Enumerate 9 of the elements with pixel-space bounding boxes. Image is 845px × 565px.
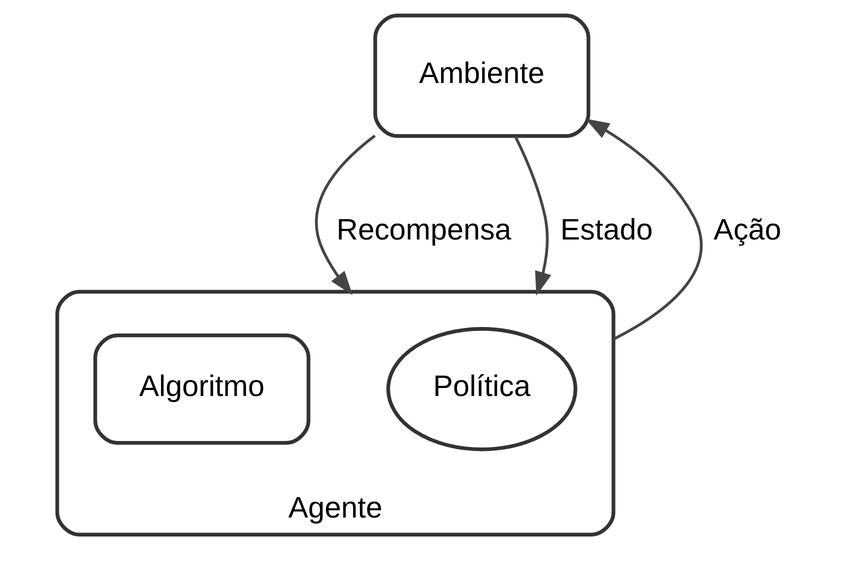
arrow <box>585 118 702 340</box>
edge-label: Ação <box>714 213 782 246</box>
edge-label: Recompensa <box>336 213 512 246</box>
node-box: Ambiente <box>373 14 590 138</box>
node-ellipse: Política <box>386 327 578 452</box>
arrow <box>514 136 552 296</box>
edge-label: Estado <box>560 213 653 246</box>
arrow <box>315 134 376 296</box>
node-box: Algoritmo <box>93 333 310 445</box>
